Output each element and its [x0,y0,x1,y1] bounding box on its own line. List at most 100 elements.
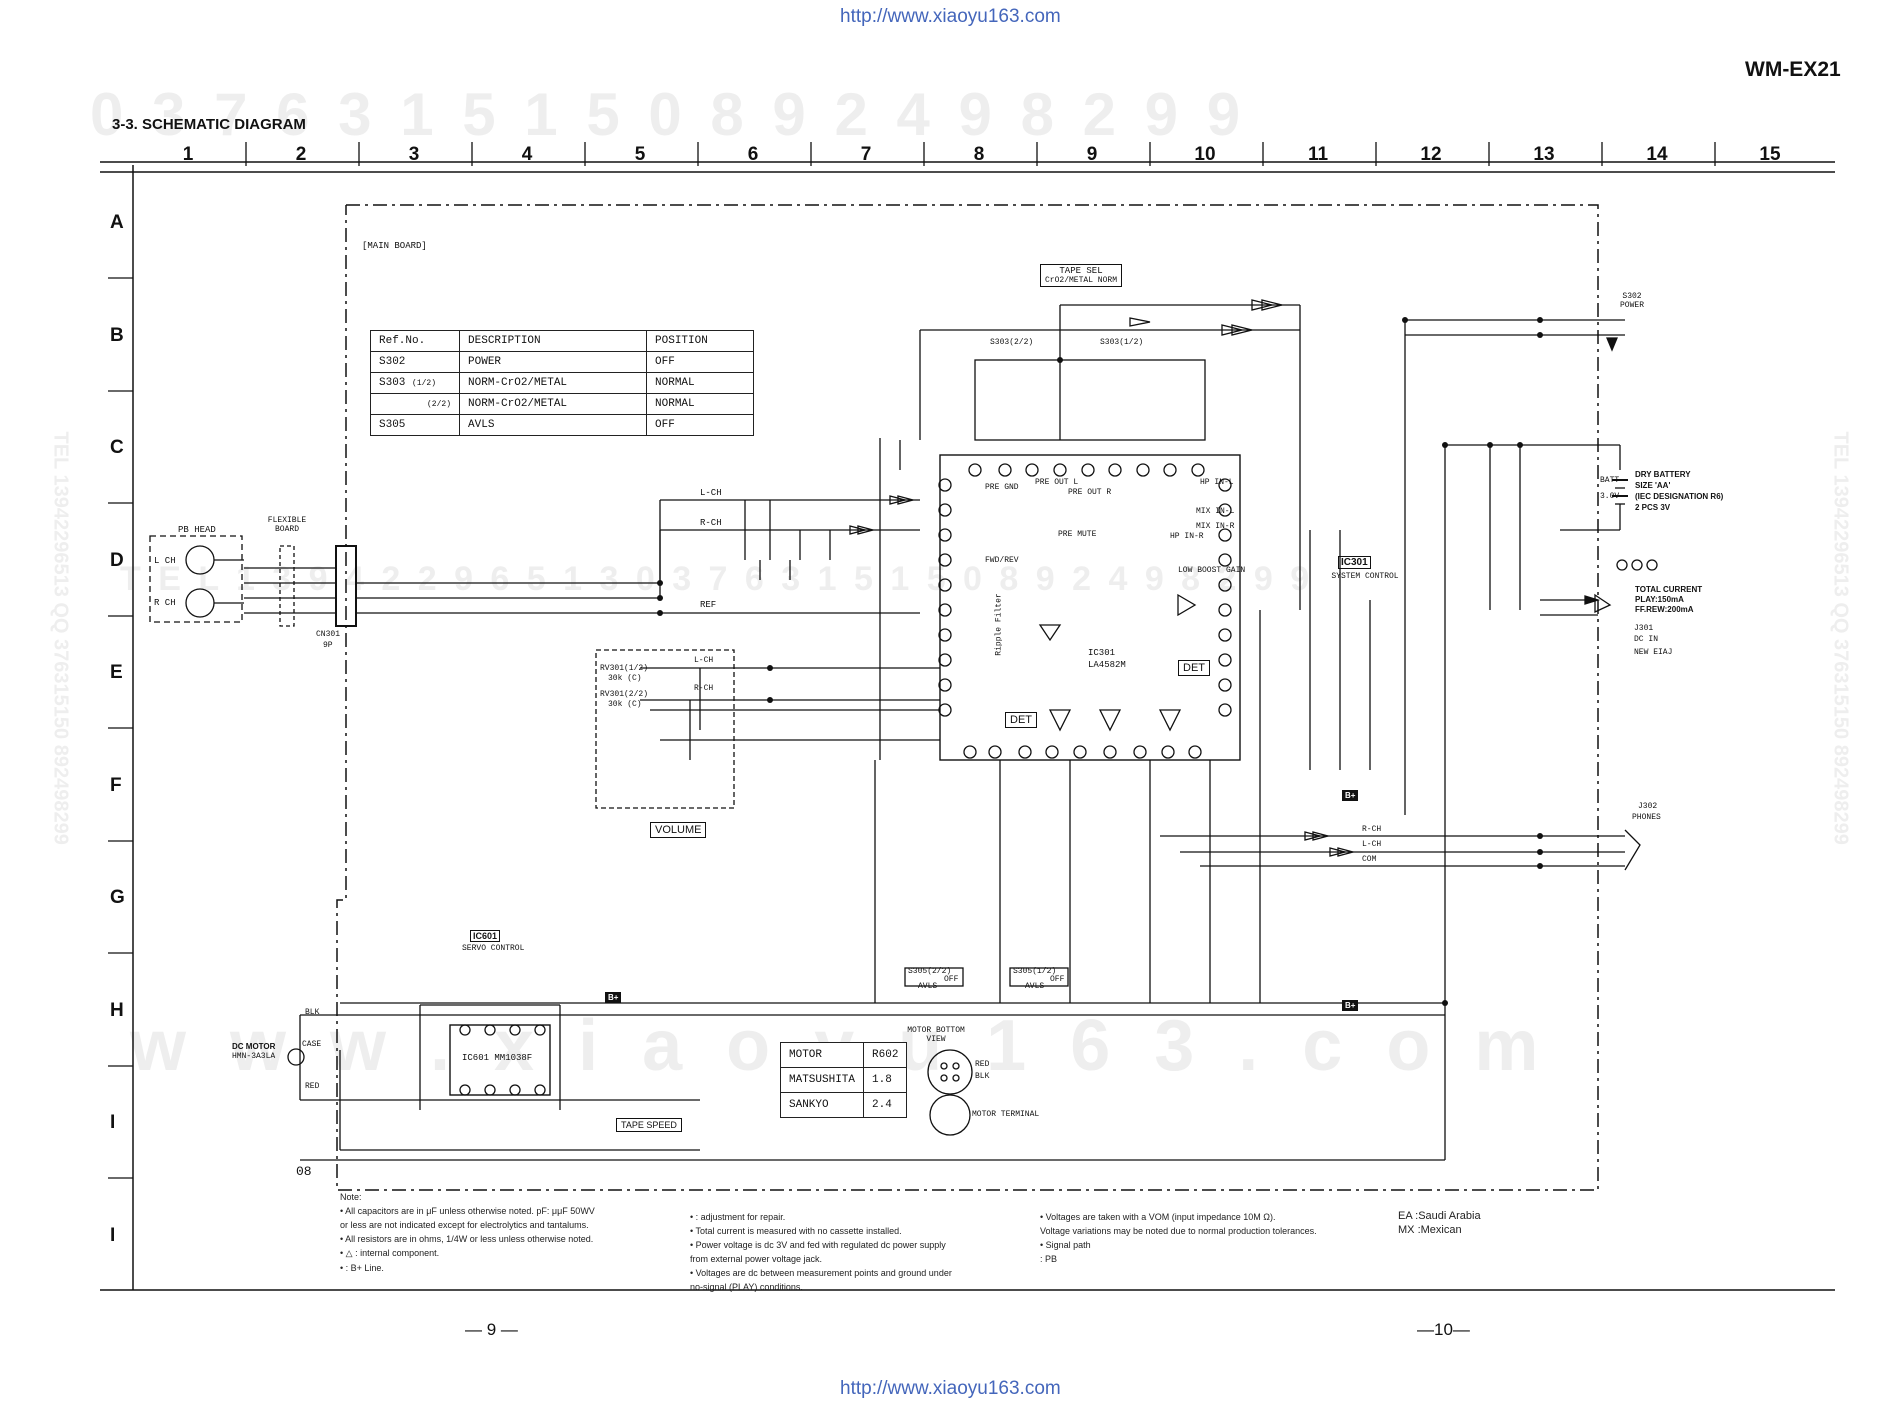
batt-label: BATT [1600,476,1620,485]
column-number: 13 [1533,144,1555,165]
position-cell: OFF [646,414,755,436]
dc-in-label: DC IN [1634,635,1659,644]
row-letter: C [110,437,124,458]
pb-head-label: PB HEAD [178,525,216,535]
column-number: 3 [408,144,420,165]
table-row: SANKYO 2.4 [779,1092,908,1118]
switch-reference-table: Ref.No. DESCRIPTION POSITION S302 POWER … [369,330,755,436]
j302-label: J302 [1638,802,1658,811]
header-url[interactable]: http://www.xiaoyu163.com [840,6,1061,27]
play-current: PLAY:150mA [1635,595,1684,604]
cn301-label: CN301 [316,630,341,639]
note-line: or less are not indicated except for ele… [340,1220,589,1230]
motor-red-wire: RED [305,1082,320,1091]
row-letter: H [110,1000,124,1021]
ripple-filter-label: Ripple Filter [994,593,1004,656]
battery-size: SIZE 'AA' [1635,481,1671,490]
motor-name-cell: SANKYO [779,1092,865,1118]
row-letter: I [110,1225,116,1246]
battery-pcs: 2 PCS 3V [1635,503,1671,512]
volume-rch-label: R-CH [694,684,714,693]
column-ruler: 1 2 3 4 5 6 7 8 9 10 11 12 13 14 15 [100,142,1835,172]
ref-sub: (1/2) [412,379,437,388]
phones-label: PHONES [1632,813,1661,822]
det-label-left: DET [1005,712,1037,728]
det-label-right: DET [1178,660,1210,676]
phones-lch-label: L-CH [1362,840,1382,849]
phones-com-label: COM [1362,855,1377,864]
tape-sel-label: TAPE SEL [1059,266,1103,276]
column-number: 5 [634,144,646,165]
motor-terminal-label: MOTOR TERMINAL [972,1110,1040,1119]
note-line: • : adjustment for repair. [690,1212,786,1222]
flexible-board-label: FLEXIBLE BOARD [267,516,307,534]
ref-signal-label: REF [700,600,717,610]
fwd-rev-label: FWD/REV [985,556,1019,565]
volume-lch-label: L-CH [694,656,714,665]
r602-value-cell: 1.8 [863,1067,908,1093]
motor-case-wire: CASE [302,1040,322,1049]
ffrew-current: FF.REW:200mA [1635,605,1694,614]
ic301-part: LA4582M [1088,660,1126,670]
note-line: • Total current is measured with no cass… [690,1226,902,1236]
row-letter: D [110,550,124,571]
s303-1-label: S303(1/2) [1100,338,1144,347]
pre-gnd-label: PRE GND [985,483,1019,492]
dry-battery-label: DRY BATTERY [1635,470,1691,479]
dc-motor-label: DC MOTOR [232,1042,276,1051]
column-number: 11 [1307,144,1329,165]
s305-1-avls: AVLS [1025,982,1045,991]
row-letter: F [110,775,122,796]
column-number: 12 [1420,144,1442,165]
note-line: • Signal path [1040,1240,1091,1250]
note-line: • △ : internal component. [340,1248,440,1258]
region-name: :Mexican [1417,1224,1462,1236]
s305-1-off: OFF [1050,975,1065,984]
bplus-badge: B+ [1342,1000,1359,1011]
pre-out-r-label: PRE OUT R [1068,488,1112,497]
row-letter: G [110,887,125,908]
column-number: 4 [521,144,533,165]
desc-cell: POWER [459,351,648,373]
tape-sel-sub: CrO2/METAL NORM [1045,276,1118,285]
region-legend: EA :Saudi Arabia MX :Mexican [1398,1210,1481,1236]
pre-mute-label: PRE MUTE [1058,530,1097,539]
motor-name-cell: MATSUSHITA [779,1067,865,1093]
table-header: DESCRIPTION [459,330,648,352]
tape-sel-box: TAPE SEL CrO2/METAL NORM [1040,264,1123,287]
note-line: • All capacitors are in μF unless otherw… [340,1206,595,1216]
table-row: MATSUSHITA 1.8 [779,1067,908,1093]
ic301-label: IC301 [1088,648,1116,658]
column-number: 15 [1759,144,1781,165]
region-code: EA [1398,1210,1413,1222]
lch-signal-label: L-CH [700,488,722,498]
position-cell: OFF [646,351,755,373]
r602-value-cell: 2.4 [863,1092,908,1118]
region-entry: MX :Mexican [1398,1224,1481,1236]
desc-cell: NORM-CrO2/METAL [459,372,648,394]
note-line: Voltage variations may be noted due to n… [1040,1226,1317,1236]
table-row: S303 (1/2) NORM-CrO2/METAL NORMAL [369,372,755,394]
watermark-digits-top: 0 3 7 6 3 1 5 1 5 0 8 9 2 4 9 8 2 9 9 [90,81,1247,148]
cn301-sub: 9P [323,641,333,650]
note-line: from external power voltage jack. [690,1254,823,1264]
rv301-2-value: 30k (C) [608,700,642,709]
footer-url[interactable]: http://www.xiaoyu163.com [840,1378,1061,1399]
column-number: 2 [295,144,307,165]
ref-cell: S303 (1/2) [369,372,461,394]
system-control-label: SYSTEM CONTROL [1331,572,1399,581]
watermark-tel-middle: T E L 1 3 9 4 2 2 9 6 5 1 3 0 3 7 6 3 1 … [120,560,1314,598]
region-code: MX [1398,1224,1415,1236]
column-number: 14 [1646,144,1668,165]
dc-motor-part: HMN-3A3LA [232,1052,276,1061]
volume-label: VOLUME [650,822,707,838]
pre-out-l-label: PRE OUT L [1035,478,1079,487]
main-board-label: [MAIN BOARD] [362,241,427,251]
code-08: 08 [296,1164,312,1179]
tape-speed-label[interactable]: TAPE SPEED [616,1118,682,1132]
ref-sub: (2/2) [427,400,452,409]
total-current-label: TOTAL CURRENT [1635,585,1703,594]
position-cell: NORMAL [646,372,755,394]
pb-head-rch: R CH [154,598,176,608]
